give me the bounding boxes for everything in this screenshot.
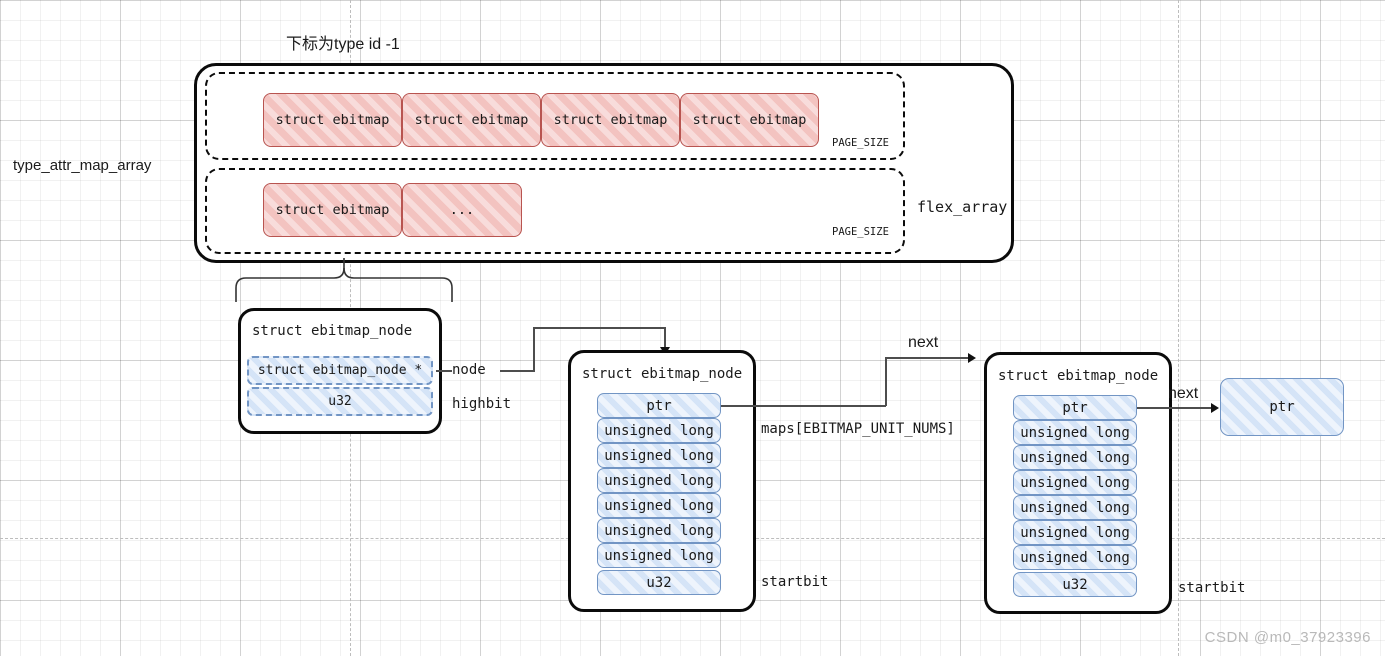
next-annotation-middle: next [908,334,939,351]
field-map[interactable]: unsigned long [597,418,721,443]
array-cell-ellipsis[interactable]: ... [402,183,522,237]
field-startbit[interactable]: u32 [1013,572,1137,597]
field-map[interactable]: unsigned long [1013,520,1137,545]
maps-annotation: maps[EBITMAP_UNIT_NUMS] [761,421,955,437]
highbit-annotation: highbit [452,396,512,412]
field-map[interactable]: unsigned long [597,543,721,568]
startbit-annotation-middle: startbit [761,574,829,590]
subscript-note: 下标为type id -1 [286,36,400,53]
connector-node-seg5 [664,327,666,349]
ebitmap-node-right-title: struct ebitmap_node [998,368,1159,384]
flex-array-label: flex_array [917,198,1008,216]
page-row-1 [205,72,905,160]
tail-ptr-box[interactable]: ptr [1220,378,1344,436]
field-map[interactable]: unsigned long [597,443,721,468]
connector-node-seg1 [436,370,452,372]
expand-brace [228,258,460,304]
field-ptr[interactable]: ptr [597,393,721,418]
page-row-2 [205,168,905,254]
type-attr-map-array-label: type_attr_map_array [13,157,152,174]
connector-node-seg2 [500,370,534,372]
ebitmap-node-middle-title: struct ebitmap_node [582,366,743,382]
connector-next1-seg1 [721,405,886,407]
connector-node-seg3 [533,327,535,372]
field-map[interactable]: unsigned long [1013,470,1137,495]
field-highbit[interactable]: u32 [247,387,433,416]
ebitmap-node-left-title: struct ebitmap_node [252,323,413,339]
connector-next1-seg3 [885,357,970,359]
field-map[interactable]: unsigned long [1013,420,1137,445]
watermark: CSDN @m0_37923396 [1204,629,1371,646]
connector-next2-seg1 [1137,407,1212,409]
field-map[interactable]: unsigned long [1013,545,1137,570]
page-break-vertical-right [1178,0,1179,656]
node-annotation: node [452,362,486,378]
array-cell[interactable]: struct ebitmap [402,93,541,147]
array-cell[interactable]: struct ebitmap [541,93,680,147]
connector-next2-arrow [1211,403,1219,413]
field-map[interactable]: unsigned long [1013,445,1137,470]
page-size-label-1: PAGE_SIZE [832,137,889,149]
field-ptr[interactable]: ptr [1013,395,1137,420]
field-map[interactable]: unsigned long [597,468,721,493]
connector-next1-seg2 [885,357,887,406]
field-map[interactable]: unsigned long [597,493,721,518]
array-cell[interactable]: struct ebitmap [680,93,819,147]
connector-node-seg4 [533,327,666,329]
field-node-pointer[interactable]: struct ebitmap_node * [247,356,433,385]
connector-next1-arrow [968,353,976,363]
page-size-label-2: PAGE_SIZE [832,226,889,238]
field-map[interactable]: unsigned long [597,518,721,543]
next-annotation-right: next [1168,385,1199,402]
startbit-annotation-right: startbit [1178,580,1246,596]
array-cell[interactable]: struct ebitmap [263,183,402,237]
array-cell[interactable]: struct ebitmap [263,93,402,147]
field-startbit[interactable]: u32 [597,570,721,595]
field-map[interactable]: unsigned long [1013,495,1137,520]
